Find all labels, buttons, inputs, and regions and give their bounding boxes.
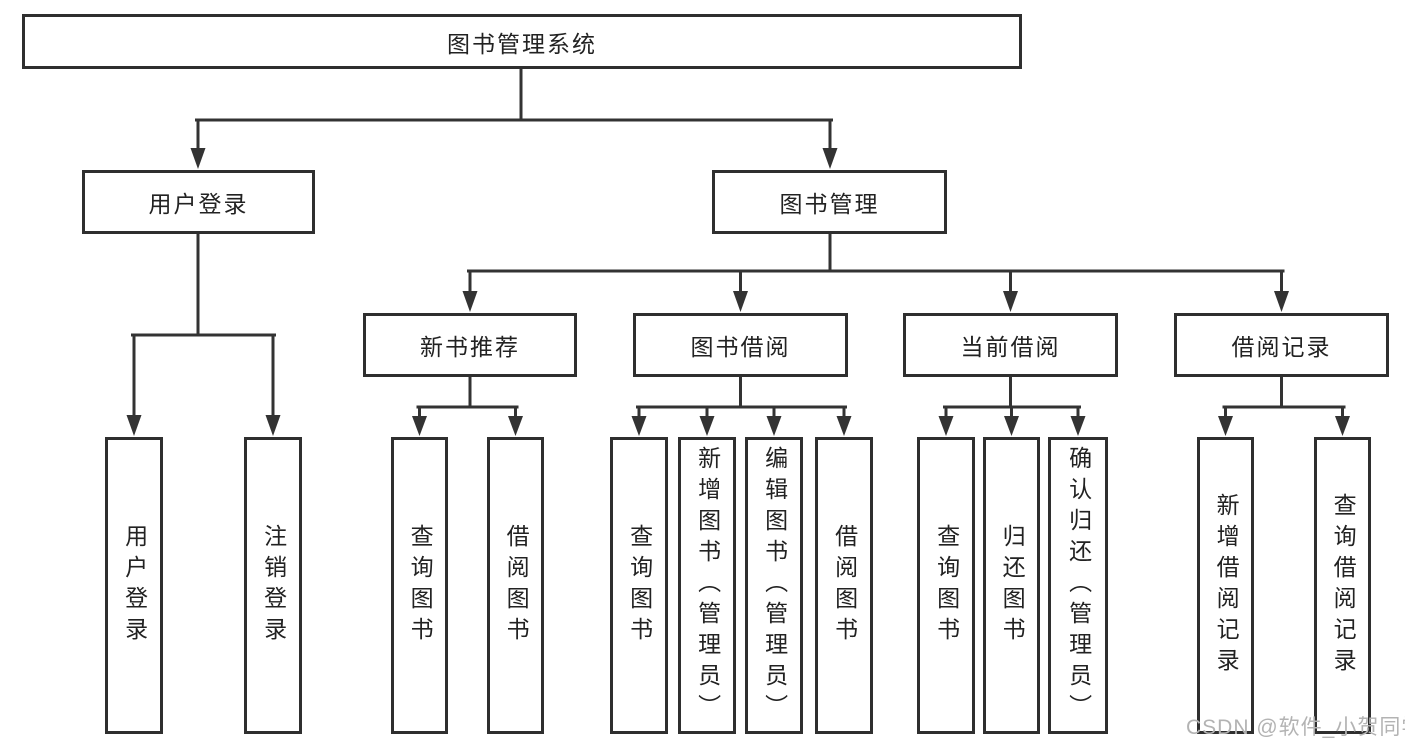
node-borrow-records: 借阅记录	[1174, 313, 1389, 377]
edge-root-to-level2	[190, 64, 838, 169]
leaf-add-books-admin: 新增图书（管理员）	[678, 437, 736, 734]
leaf-confirm-return-admin: 确认归还（管理员）	[1048, 437, 1108, 734]
node-book-management-label: 图书管理	[779, 191, 880, 217]
leaf-query-books-borrow-label: 查询图书	[626, 523, 653, 648]
leaf-return-books: 归还图书	[983, 437, 1040, 734]
leaf-add-borrow-record: 新增借阅记录	[1197, 437, 1254, 734]
node-user-login-label: 用户登录	[148, 191, 249, 217]
node-user-login: 用户登录	[82, 170, 315, 234]
leaf-query-books-borrow: 查询图书	[610, 437, 668, 734]
node-current-borrow: 当前借阅	[903, 313, 1118, 377]
leaf-logout-label: 注销登录	[260, 523, 287, 648]
leaf-borrow-books-recommend: 借阅图书	[487, 437, 544, 734]
node-root-label: 图书管理系统	[447, 30, 597, 57]
node-current-borrow-label: 当前借阅	[960, 334, 1061, 360]
leaf-borrow-books: 借阅图书	[815, 437, 873, 734]
leaf-query-books-recommend: 查询图书	[391, 437, 448, 734]
node-new-book-recommend: 新书推荐	[363, 313, 577, 377]
leaf-add-borrow-record-label: 新增借阅记录	[1213, 492, 1240, 679]
leaf-user-login: 用户登录	[105, 437, 163, 734]
leaf-query-books-current: 查询图书	[917, 437, 975, 734]
leaf-query-borrow-record: 查询借阅记录	[1314, 437, 1371, 734]
leaf-borrow-books-label: 借阅图书	[831, 523, 858, 648]
edge-book-management-to-level3	[462, 230, 1289, 312]
node-book-management: 图书管理	[712, 170, 947, 234]
node-root: 图书管理系统	[22, 14, 1022, 69]
leaf-query-books-current-label: 查询图书	[933, 523, 960, 648]
leaf-borrow-books-recommend-label: 借阅图书	[503, 523, 530, 648]
watermark: CSDN @软件_小贺同学	[1186, 716, 1405, 739]
leaf-query-books-recommend-label: 查询图书	[407, 523, 434, 648]
edge-book-borrow-to-leaves	[631, 373, 852, 436]
node-book-borrow: 图书借阅	[633, 313, 848, 377]
leaf-return-books-label: 归还图书	[999, 523, 1026, 648]
leaf-query-borrow-record-label: 查询借阅记录	[1330, 492, 1357, 679]
leaf-edit-books-admin: 编辑图书（管理员）	[745, 437, 803, 734]
node-new-book-recommend-label: 新书推荐	[420, 334, 520, 360]
node-borrow-records-label: 借阅记录	[1231, 334, 1332, 360]
leaf-user-login-label: 用户登录	[121, 523, 148, 648]
leaf-confirm-return-admin-label: 确认归还（管理员）	[1065, 446, 1092, 725]
edge-borrow-records-to-leaves	[1218, 373, 1350, 436]
node-book-borrow-label: 图书借阅	[690, 334, 791, 360]
leaf-add-books-admin-label: 新增图书（管理员）	[694, 446, 721, 725]
leaf-logout: 注销登录	[244, 437, 302, 734]
edge-new-book-recommend-to-leaves	[412, 373, 523, 436]
edge-user-login-to-leaves	[126, 230, 281, 436]
leaf-edit-books-admin-label: 编辑图书（管理员）	[761, 446, 788, 725]
edge-current-borrow-to-leaves	[938, 373, 1086, 436]
